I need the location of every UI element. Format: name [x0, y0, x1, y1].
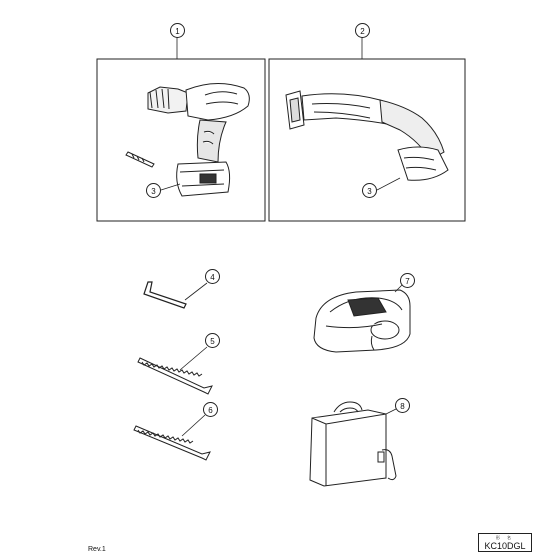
- leader-6: [181, 414, 206, 437]
- leader-3a: [160, 183, 181, 191]
- model-name: KC10DGL: [484, 541, 526, 551]
- callout-7: 7: [400, 273, 415, 288]
- saw-blade-metal: [133, 425, 211, 461]
- reciprocating-saw: [285, 90, 449, 181]
- leader-5: [179, 346, 208, 371]
- model-caption: 形 名: [495, 535, 515, 540]
- carrying-case: [309, 401, 397, 487]
- saw-frame: [268, 58, 466, 222]
- callout-1: 1: [170, 23, 185, 38]
- cordless-drill: [147, 83, 250, 197]
- saw-blade-wood: [137, 357, 213, 395]
- leader-8: [385, 408, 397, 415]
- hex-key: [143, 281, 187, 309]
- callout-8: 8: [395, 398, 410, 413]
- drill-frame: [96, 58, 266, 222]
- callout-5: 5: [205, 333, 220, 348]
- leader-3b: [376, 177, 401, 191]
- drill-bit: [125, 151, 155, 168]
- battery-charger: [313, 289, 411, 353]
- revision-label: Rev.1: [88, 546, 106, 553]
- callout-4: 4: [205, 269, 220, 284]
- leader-4: [184, 282, 208, 301]
- callout-3-drill-battery: 3: [146, 183, 161, 198]
- callout-6: 6: [203, 402, 218, 417]
- model-box: 形 名 KC10DGL: [478, 533, 532, 552]
- leader-7: [394, 284, 403, 293]
- callout-3-saw-battery: 3: [362, 183, 377, 198]
- callout-2: 2: [355, 23, 370, 38]
